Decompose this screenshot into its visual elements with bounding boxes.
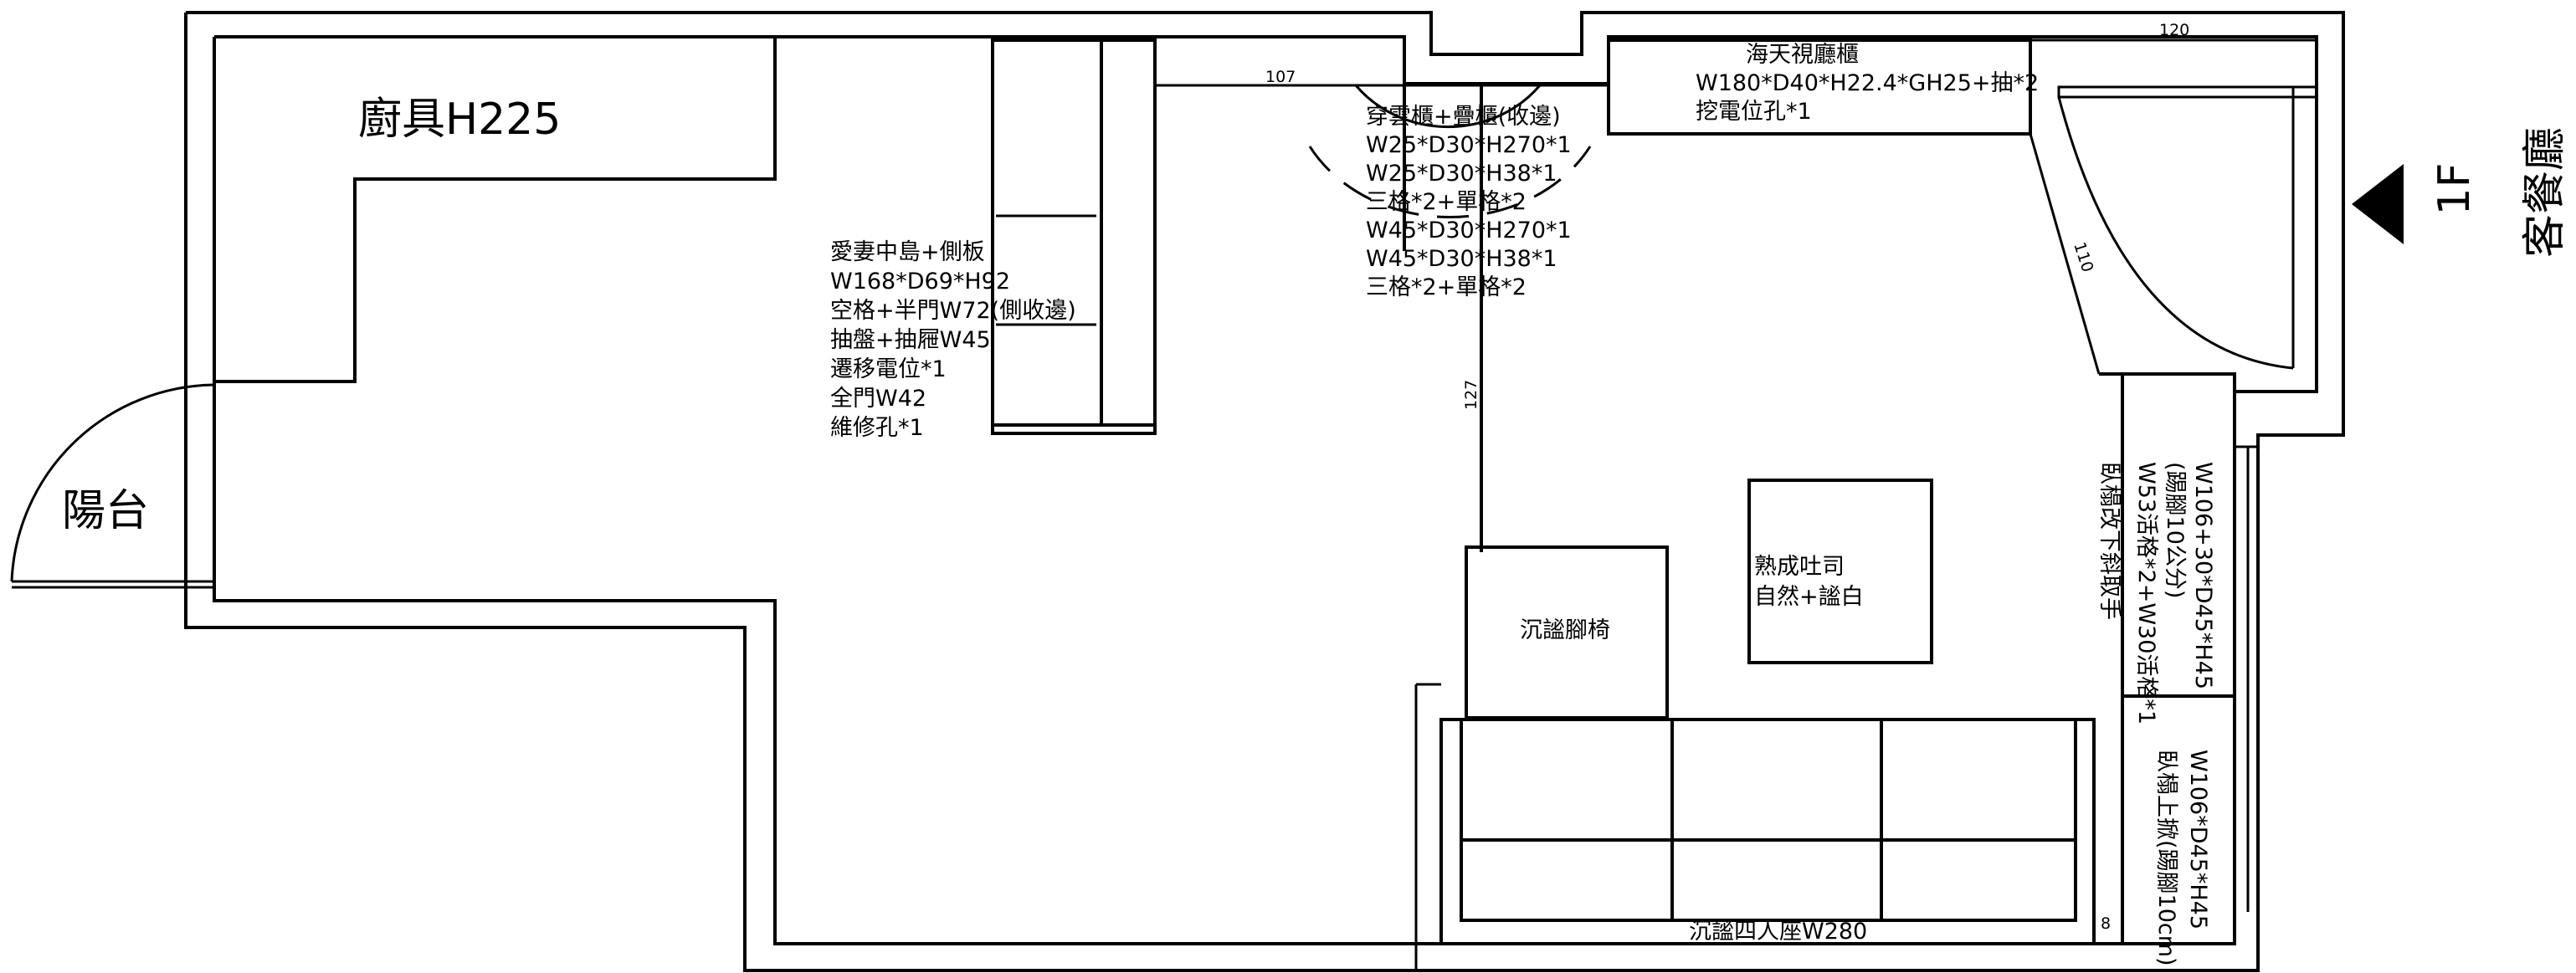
svg-text:空格+半門W72(側收邊): 空格+半門W72(側收邊) xyxy=(830,298,1076,324)
svg-text:全門W42: 全門W42 xyxy=(830,386,926,412)
svg-text:W25*D30*H38*1: W25*D30*H38*1 xyxy=(1366,161,1557,187)
svg-text:W45*D30*H270*1: W45*D30*H270*1 xyxy=(1366,218,1572,243)
tv-cabinet-label: 海天視廳櫃 W180*D40*H22.4*GH25+抽*2 挖電位孔*1 xyxy=(1696,42,2039,125)
dim-line-110 xyxy=(2029,133,2101,375)
tv-cabinet xyxy=(1607,38,2032,136)
dim-110: 110 xyxy=(2070,240,2096,274)
svg-text:挖電位孔*1: 挖電位孔*1 xyxy=(1696,99,1812,125)
entrance-door-swing xyxy=(2057,96,2294,370)
svg-text:熟成吐司: 熟成吐司 xyxy=(1754,554,1845,580)
closet-door-swing-dashed xyxy=(1308,146,1592,218)
entrance-arrow-icon xyxy=(2352,164,2404,244)
svg-text:維修孔*1: 維修孔*1 xyxy=(830,415,924,441)
svg-text:自然+謐白: 自然+謐白 xyxy=(1754,584,1864,610)
svg-text:臥榻上掀(踢腳10cm): 臥榻上掀(踢腳10cm) xyxy=(2153,750,2179,966)
svg-text:愛妻中島+側板: 愛妻中島+側板 xyxy=(830,239,985,265)
svg-text:W168*D69*H92: W168*D69*H92 xyxy=(830,269,1010,294)
svg-text:海天視廳櫃: 海天視廳櫃 xyxy=(1746,42,1859,68)
outer-wall xyxy=(184,11,2345,972)
coffee-table xyxy=(1747,479,1933,664)
svg-text:臥榻改下斜取手: 臥榻改下斜取手 xyxy=(2096,462,2122,620)
svg-text:(踢腳10公分): (踢腳10公分) xyxy=(2162,462,2188,598)
svg-text:W25*D30*H270*1: W25*D30*H270*1 xyxy=(1366,132,1572,158)
room-label: 客餐廳 xyxy=(2520,127,2570,258)
bench-upper-label: W106+30*D45*H45 (踢腳10公分) W53活格*2+W30活格*1… xyxy=(2096,462,2216,725)
svg-text:W53活格*2+W30活格*1: W53活格*2+W30活格*1 xyxy=(2133,462,2159,725)
dim-107: 107 xyxy=(1265,68,1296,86)
sofa-label: 沉謐四人座W280 xyxy=(1689,919,1867,945)
kitchen-counter xyxy=(214,35,777,383)
closet-door-swing xyxy=(1354,84,1542,129)
dim-120: 120 xyxy=(2159,21,2189,39)
closet-label: 穿雲櫃+疊櫃(收邊) W25*D30*H270*1 W25*D30*H38*1 … xyxy=(1366,104,1572,300)
bench-outline xyxy=(2099,372,2236,945)
sofa-seat xyxy=(1460,718,2077,922)
balcony-label: 陽台 xyxy=(62,486,149,536)
bench-lower-label: W106*D45*H45 臥榻上掀(踢腳10cm) xyxy=(2153,750,2211,966)
island-outline xyxy=(991,38,1157,435)
balcony-door-swing xyxy=(10,383,215,582)
svg-text:三格*2+單格*2: 三格*2+單格*2 xyxy=(1366,189,1527,215)
entrance-door-leaf xyxy=(2057,85,2318,99)
coffee-table-label: 熟成吐司 自然+謐白 xyxy=(1754,554,1864,610)
svg-text:W106+30*D45*H45: W106+30*D45*H45 xyxy=(2190,462,2216,689)
inner-wall xyxy=(213,35,2318,945)
svg-text:W45*D30*H38*1: W45*D30*H38*1 xyxy=(1366,246,1557,272)
svg-text:遷移電位*1: 遷移電位*1 xyxy=(830,356,947,382)
dim-8: 8 xyxy=(2101,914,2111,933)
svg-text:W180*D40*H22.4*GH25+抽*2: W180*D40*H22.4*GH25+抽*2 xyxy=(1696,70,2039,96)
island-label: 愛妻中島+側板 W168*D69*H92 空格+半門W72(側收邊) 抽盤+抽屜… xyxy=(830,239,1076,441)
dim-127: 127 xyxy=(1462,380,1480,410)
svg-text:穿雲櫃+疊櫃(收邊): 穿雲櫃+疊櫃(收邊) xyxy=(1366,104,1561,130)
ottoman-label: 沉謐腳椅 xyxy=(1520,617,1610,643)
sofa-frame xyxy=(1439,718,2096,945)
kitchen-label: 廚具H225 xyxy=(358,95,561,145)
svg-text:三格*2+單格*2: 三格*2+單格*2 xyxy=(1366,274,1527,300)
floor-label: 1F xyxy=(2430,163,2480,216)
svg-text:抽盤+抽屜W45: 抽盤+抽屜W45 xyxy=(830,327,991,353)
svg-text:W106*D45*H45: W106*D45*H45 xyxy=(2185,750,2211,929)
